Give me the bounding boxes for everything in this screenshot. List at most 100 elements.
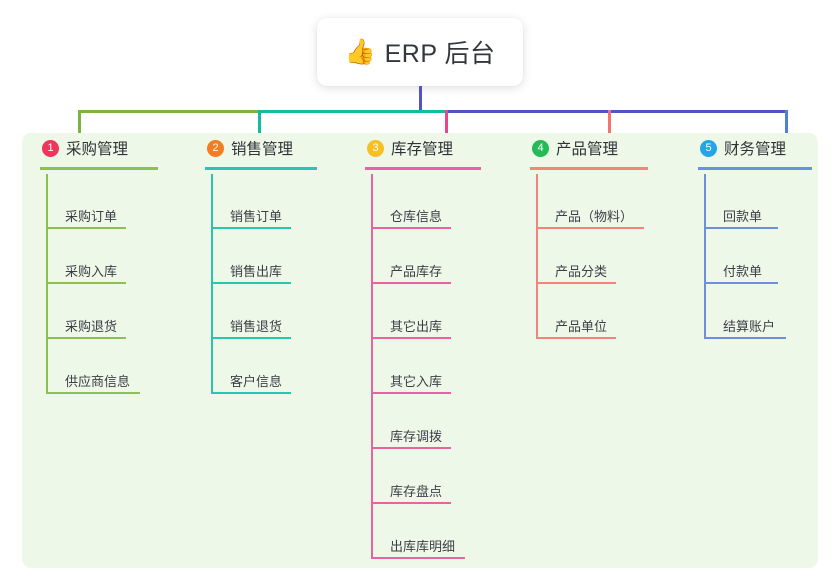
leaf-item[interactable]: 销售退货 xyxy=(205,284,317,339)
leaf-item-label: 供应商信息 xyxy=(65,374,131,389)
drop-1 xyxy=(78,110,81,142)
leaf-item[interactable]: 其它出库 xyxy=(365,284,481,339)
leaf-item-rule xyxy=(371,227,451,229)
leaf-item[interactable]: 库存调拨 xyxy=(365,394,481,449)
branch-items: 回款单付款单结算账户 xyxy=(698,174,812,339)
branch-title: 销售管理 xyxy=(231,141,294,158)
leaf-item-rule xyxy=(536,282,616,284)
trunk-line xyxy=(419,86,422,112)
leaf-item-rule xyxy=(211,392,291,394)
branch-header-finance[interactable]: 5 财务管理 xyxy=(698,133,812,163)
leaf-item-rule xyxy=(371,392,451,394)
leaf-item[interactable]: 回款单 xyxy=(698,174,812,229)
branch-column-inventory[interactable]: 3 库存管理仓库信息产品库存其它出库其它入库库存调拨库存盘点出库库明细 xyxy=(365,133,481,559)
branch-spine xyxy=(536,174,538,339)
leaf-item-rule xyxy=(704,282,778,284)
leaf-item[interactable]: 供应商信息 xyxy=(40,339,158,394)
branch-header-rule xyxy=(205,167,317,170)
leaf-item[interactable]: 付款单 xyxy=(698,229,812,284)
thumbs-up-icon: 👍 xyxy=(344,37,376,66)
branch-spine xyxy=(704,174,706,339)
leaf-item-rule xyxy=(211,227,291,229)
branch-items: 仓库信息产品库存其它出库其它入库库存调拨库存盘点出库库明细 xyxy=(365,174,481,559)
branch-header-rule xyxy=(40,167,158,170)
branch-number-badge: 2 xyxy=(207,139,224,157)
branch-number-badge: 3 xyxy=(367,139,384,157)
leaf-item[interactable]: 销售出库 xyxy=(205,229,317,284)
leaf-item-rule xyxy=(704,227,778,229)
branches-panel: 1 采购管理采购订单采购入库采购退货供应商信息 2 销售管理销售订单销售出库销售退货客… xyxy=(22,133,818,568)
leaf-item[interactable]: 销售订单 xyxy=(205,174,317,229)
leaf-item-rule xyxy=(536,227,644,229)
drop-3 xyxy=(445,110,448,142)
leaf-item-label: 出库库明细 xyxy=(390,539,456,554)
branch-spine xyxy=(371,174,373,559)
leaf-item[interactable]: 其它入库 xyxy=(365,339,481,394)
leaf-item[interactable]: 出库库明细 xyxy=(365,504,481,559)
branch-number-badge: 5 xyxy=(700,139,717,157)
leaf-item-label: 仓库信息 xyxy=(390,209,443,224)
leaf-item-rule xyxy=(536,337,616,339)
leaf-item-label: 采购退货 xyxy=(65,319,118,334)
branch-items: 销售订单销售出库销售退货客户信息 xyxy=(205,174,317,394)
leaf-item-rule xyxy=(371,447,451,449)
branch-title: 财务管理 xyxy=(724,141,787,158)
leaf-item-rule xyxy=(46,282,126,284)
leaf-item[interactable]: 采购订单 xyxy=(40,174,158,229)
leaf-item-label: 客户信息 xyxy=(230,374,283,389)
branch-header-rule xyxy=(530,167,648,170)
root-node-title: ERP 后台 xyxy=(384,40,496,68)
leaf-item-rule xyxy=(371,282,451,284)
leaf-item-label: 其它出库 xyxy=(390,319,443,334)
leaf-item[interactable]: 库存盘点 xyxy=(365,449,481,504)
drop-5 xyxy=(785,110,788,142)
branch-header-purchase[interactable]: 1 采购管理 xyxy=(40,133,158,163)
root-node-card[interactable]: 👍 ERP 后台 xyxy=(317,18,523,86)
leaf-item-rule xyxy=(371,557,465,559)
leaf-item[interactable]: 客户信息 xyxy=(205,339,317,394)
leaf-item-label: 库存调拨 xyxy=(390,429,443,444)
branch-header-sales[interactable]: 2 销售管理 xyxy=(205,133,317,163)
leaf-item-label: 产品库存 xyxy=(390,264,443,279)
leaf-item[interactable]: 产品库存 xyxy=(365,229,481,284)
bus-segment-blue xyxy=(445,110,786,113)
leaf-item[interactable]: 仓库信息 xyxy=(365,174,481,229)
branch-header-inventory[interactable]: 3 库存管理 xyxy=(365,133,481,163)
leaf-item-label: 其它入库 xyxy=(390,374,443,389)
branch-title: 库存管理 xyxy=(391,141,454,158)
leaf-item-rule xyxy=(46,337,126,339)
branch-column-purchase[interactable]: 1 采购管理采购订单采购入库采购退货供应商信息 xyxy=(40,133,158,394)
bus-segment-teal xyxy=(258,110,446,113)
leaf-item-rule xyxy=(371,502,451,504)
leaf-item[interactable]: 产品分类 xyxy=(530,229,648,284)
leaf-item-label: 产品（物料） xyxy=(555,209,634,224)
leaf-item-rule xyxy=(211,282,291,284)
leaf-item-rule xyxy=(211,337,291,339)
branch-items: 产品（物料） 产品分类产品单位 xyxy=(530,174,648,339)
leaf-item-rule xyxy=(704,337,786,339)
leaf-item-label: 销售出库 xyxy=(230,264,283,279)
branch-header-rule xyxy=(698,167,812,170)
leaf-item[interactable]: 结算账户 xyxy=(698,284,812,339)
leaf-item[interactable]: 采购退货 xyxy=(40,284,158,339)
branch-column-sales[interactable]: 2 销售管理销售订单销售出库销售退货客户信息 xyxy=(205,133,317,394)
branch-column-finance[interactable]: 5 财务管理回款单付款单结算账户 xyxy=(698,133,812,339)
branch-spine xyxy=(46,174,48,394)
branch-number-badge: 1 xyxy=(42,139,59,157)
leaf-item-rule xyxy=(371,337,451,339)
leaf-item-label: 销售订单 xyxy=(230,209,283,224)
branch-title: 采购管理 xyxy=(66,141,129,158)
leaf-item-label: 回款单 xyxy=(723,209,763,224)
leaf-item[interactable]: 采购入库 xyxy=(40,229,158,284)
branch-header-rule xyxy=(365,167,481,170)
leaf-item[interactable]: 产品单位 xyxy=(530,284,648,339)
branch-spine xyxy=(211,174,213,394)
leaf-item-rule xyxy=(46,227,126,229)
leaf-item-label: 销售退货 xyxy=(230,319,283,334)
drop-2 xyxy=(258,110,261,142)
leaf-item[interactable]: 产品（物料） xyxy=(530,174,648,229)
leaf-item-label: 库存盘点 xyxy=(390,484,443,499)
